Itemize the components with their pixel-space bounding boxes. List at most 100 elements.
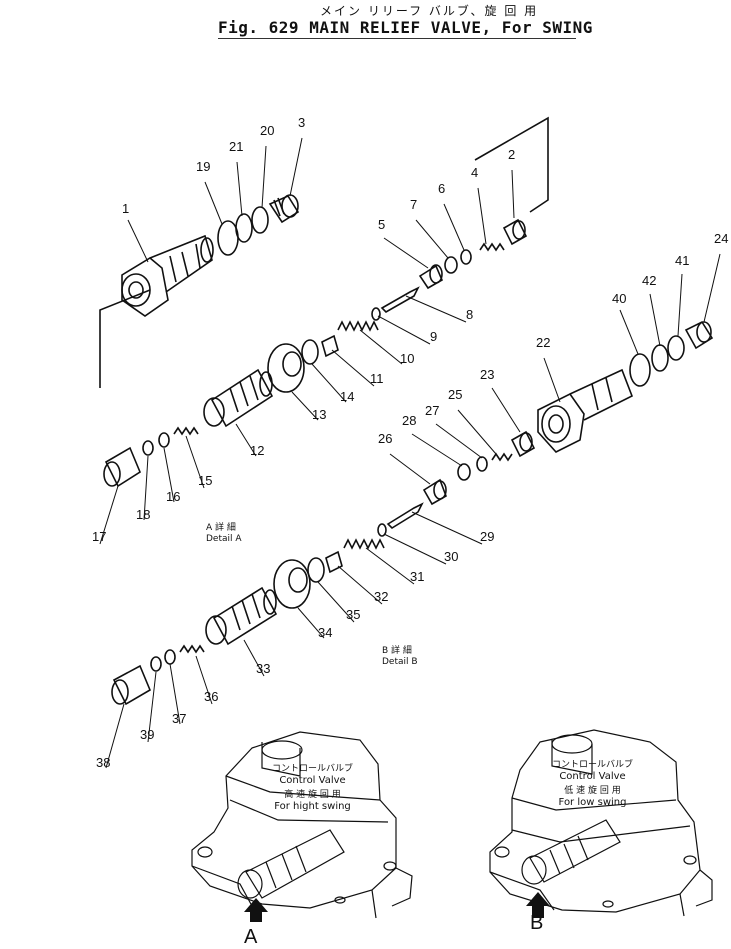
part-25-spring [491, 452, 513, 462]
part-28-ring [457, 463, 471, 481]
arrow-a-icon [244, 898, 268, 922]
part-29-poppet [386, 502, 424, 530]
control-valve-left-en: Control Valve [279, 775, 346, 786]
control-valve-left-jp2: 高 速 旋 回 用 [284, 790, 341, 800]
part-label-14: 14 [340, 389, 355, 404]
part-39-o-ring [150, 656, 162, 672]
part-8-poppet [380, 286, 420, 313]
part-label-42: 42 [642, 273, 657, 288]
title-japanese: メイン リリーフ バルブ、旋 回 用 [320, 4, 539, 18]
part-7-ring [444, 256, 458, 274]
leader-lines [99, 137, 721, 769]
part-24-plug [684, 320, 714, 350]
part-label-36: 36 [204, 689, 219, 704]
part-label-3: 3 [298, 115, 306, 130]
part-label-8: 8 [466, 307, 474, 322]
part-label-27: 27 [425, 403, 440, 418]
part-label-33: 33 [256, 661, 271, 676]
part-label-40: 40 [612, 291, 627, 306]
part-label-2: 2 [508, 147, 516, 162]
control-valve-right-jp2: 低 速 旋 回 用 [564, 786, 621, 796]
control-valve-right-jp: コントロールバルブ [552, 760, 634, 770]
part-10-spring [337, 320, 379, 332]
part-20-o-ring [251, 206, 269, 234]
part-label-41: 41 [675, 253, 690, 268]
part-label-38: 38 [96, 755, 111, 770]
part-label-5: 5 [378, 217, 386, 232]
part-label-18: 18 [136, 507, 151, 522]
part-9-ring [371, 307, 381, 321]
part-label-25: 25 [448, 387, 463, 402]
part-38-cap [111, 664, 152, 706]
part-label-30: 30 [444, 549, 459, 564]
detail-a-en: Detail A [206, 534, 242, 544]
part-13-lock-nut [267, 343, 305, 393]
part-label-19: 19 [196, 159, 211, 174]
detail-b-en: Detail B [382, 657, 418, 667]
part-label-7: 7 [410, 197, 418, 212]
part-label-23: 23 [480, 367, 495, 382]
part-11-spacer [321, 334, 339, 358]
part-label-10: 10 [400, 351, 415, 366]
part-label-39: 39 [140, 727, 155, 742]
control-valve-left-label: コントロールバルブ Control Valve 高 速 旋 回 用 For hi… [272, 764, 353, 812]
part-31-spring [343, 538, 385, 550]
part-27-o-ring [476, 456, 488, 472]
detail-a-jp: A 詳 細 [206, 523, 236, 533]
control-valve-left-jp: コントロールバルブ [272, 764, 354, 774]
part-30-ring [377, 523, 387, 537]
figure-title: Fig. 629 MAIN RELIEF VALVE, For SWING [218, 18, 593, 37]
part-2-sleeve [502, 218, 528, 246]
part-4-spring [479, 242, 505, 252]
part-21-backup-ring [235, 213, 253, 243]
part-15-screw [173, 426, 199, 436]
part-14-o-ring [301, 339, 319, 365]
detail-b-caption: B 詳 細 Detail B [382, 646, 418, 668]
control-valve-right-en: Control Valve [559, 771, 626, 782]
part-label-34: 34 [318, 625, 333, 640]
arrow-b-icon [526, 892, 550, 918]
part-label-32: 32 [374, 589, 389, 604]
part-5-piston [418, 264, 444, 290]
part-label-28: 28 [402, 413, 417, 428]
part-label-24: 24 [714, 231, 729, 246]
part-34-lock-nut [273, 559, 311, 609]
control-valve-right-en2: For low swing [558, 797, 627, 808]
part-19-o-ring [217, 220, 239, 256]
part-42-backup-ring [651, 344, 669, 372]
part-12-adjust-screw [203, 368, 274, 428]
part-26-piston [422, 478, 447, 506]
part-label-17: 17 [92, 529, 107, 544]
part-41-o-ring [667, 335, 685, 361]
detail-a-caption: A 詳 細 Detail A [206, 523, 242, 545]
part-label-6: 6 [438, 181, 446, 196]
part-label-21: 21 [229, 139, 244, 154]
part-40-o-ring [629, 353, 651, 387]
part-label-31: 31 [410, 569, 425, 584]
part-label-16: 16 [166, 489, 181, 504]
part-label-29: 29 [480, 529, 495, 544]
part-label-13: 13 [312, 407, 327, 422]
title-underline [218, 38, 576, 39]
part-label-37: 37 [172, 711, 187, 726]
part-16-nut [158, 432, 170, 448]
part-label-22: 22 [536, 335, 551, 350]
control-valve-right-label: コントロールバルブ Control Valve 低 速 旋 回 用 For lo… [552, 760, 633, 808]
part-33-adjust-screw [205, 586, 278, 646]
part-32-spacer [325, 550, 343, 574]
part-3-plug [268, 194, 300, 224]
part-23-sleeve [510, 430, 536, 458]
arrow-a-label: A [244, 926, 258, 948]
part-6-o-ring [460, 249, 472, 265]
part-label-15: 15 [198, 473, 213, 488]
group-bracket-a-right [474, 116, 549, 213]
part-37-nut [164, 649, 176, 665]
part-1-valve-body [121, 234, 214, 317]
control-valve-left-en2: For hight swing [274, 801, 351, 812]
part-label-9: 9 [430, 329, 438, 344]
control-valve-high-swing [191, 731, 413, 919]
part-17-cap [103, 446, 141, 488]
part-36-screw [179, 644, 205, 654]
